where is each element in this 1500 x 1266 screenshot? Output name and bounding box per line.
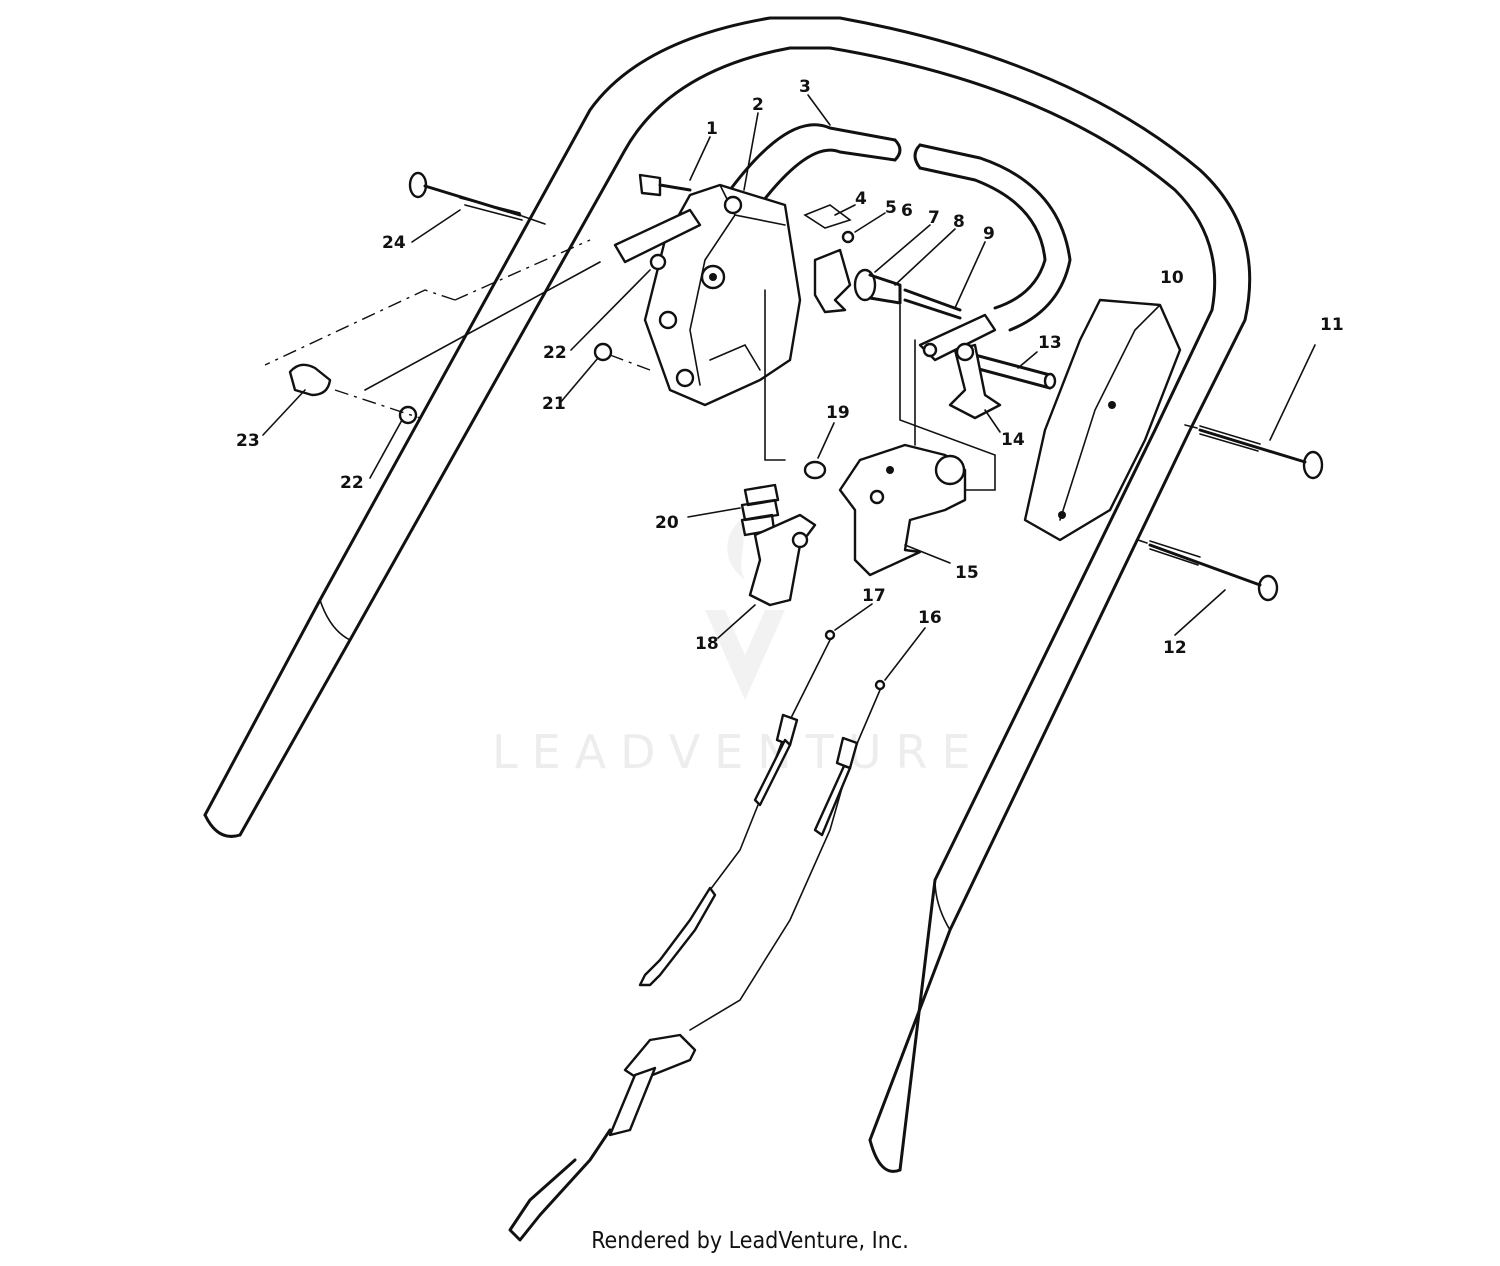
callout-24: 24: [382, 233, 406, 253]
callout-10: 10: [1160, 268, 1184, 288]
callout-labels: 1 2 3 4 5 6 7 8 9 10 11 12 13 14 15 16 1…: [236, 77, 1344, 658]
handle-tube: [203, 16, 1252, 1173]
control-housing: [643, 183, 802, 407]
callout-18: 18: [695, 634, 719, 654]
callout-8: 8: [953, 212, 965, 232]
callout-1: 1: [706, 119, 718, 139]
watermark-text: LEADVENTURE: [492, 725, 985, 779]
housing-cover: [1023, 298, 1182, 542]
bracket-assembly: [740, 443, 967, 607]
callout-11: 11: [1320, 315, 1344, 335]
callout-14: 14: [1001, 430, 1025, 450]
fasteners: [288, 208, 702, 425]
callout-22-lower: 22: [340, 473, 364, 493]
callout-15: 15: [955, 563, 979, 583]
callout-4: 4: [855, 189, 867, 209]
callout-23: 23: [236, 431, 260, 451]
callout-13: 13: [1038, 333, 1062, 353]
callout-20: 20: [655, 513, 679, 533]
lever-parts: [803, 204, 1057, 420]
callout-5: 5: [885, 198, 897, 218]
bolt-1: [638, 173, 692, 197]
bolt-12: [1137, 539, 1279, 602]
callout-19: 19: [826, 403, 850, 423]
callout-6: 6: [901, 201, 913, 221]
callout-2: 2: [752, 95, 764, 115]
callout-7: 7: [928, 208, 940, 228]
assembly-lines: [264, 239, 996, 491]
leader-lines: [262, 94, 1316, 681]
callout-3: 3: [799, 77, 811, 97]
leadventure-watermark-logo: LEADVENTURE: [492, 520, 985, 779]
control-cables: [508, 629, 886, 1242]
callout-21: 21: [542, 394, 566, 414]
bolt-11: [1184, 424, 1324, 480]
callout-17: 17: [862, 586, 886, 606]
callout-16: 16: [918, 608, 942, 628]
footer-credit: Rendered by LeadVenture, Inc.: [591, 1228, 909, 1254]
callout-9: 9: [983, 224, 995, 244]
bolt-24: [408, 171, 546, 225]
callout-12: 12: [1163, 638, 1187, 658]
callout-22-upper: 22: [543, 343, 567, 363]
bail-bar: [728, 123, 1072, 332]
